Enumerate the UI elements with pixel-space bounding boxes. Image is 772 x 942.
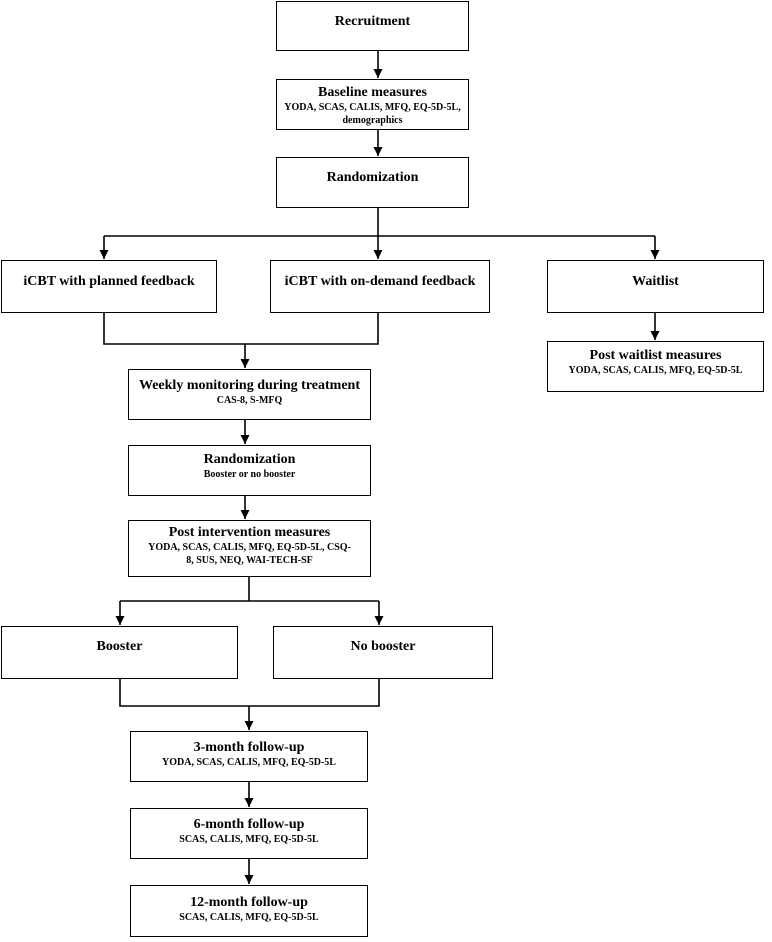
node-icbt-planned-feedback: iCBT with planned feedback <box>1 260 217 313</box>
node-detail: SCAS, CALIS, MFQ, EQ-5D-5L <box>179 834 319 845</box>
node-detail: 8, SUS, NEQ, WAI-TECH-SF <box>186 555 313 566</box>
node-recruitment: Recruitment <box>276 1 469 51</box>
node-randomization-booster: Randomization Booster or no booster <box>128 445 371 496</box>
node-detail: Booster or no booster <box>203 469 296 480</box>
node-title: Baseline measures <box>317 85 427 100</box>
node-6-month-follow-up: 6-month follow-up SCAS, CALIS, MFQ, EQ-5… <box>130 808 368 859</box>
node-title: 6-month follow-up <box>193 817 305 832</box>
node-title: Weekly monitoring during treatment <box>138 378 360 393</box>
node-booster: Booster <box>1 626 238 679</box>
node-detail: CAS-8, S-MFQ <box>216 395 283 406</box>
node-title: 3-month follow-up <box>193 740 305 755</box>
node-title: Randomization <box>203 452 296 467</box>
node-title: Post waitlist measures <box>589 348 722 363</box>
node-12-month-follow-up: 12-month follow-up SCAS, CALIS, MFQ, EQ-… <box>130 885 368 937</box>
connector-icbt-merge <box>103 313 379 345</box>
node-title: Booster <box>96 639 143 654</box>
node-post-waitlist-measures: Post waitlist measures YODA, SCAS, CALIS… <box>547 341 764 392</box>
node-detail: YODA, SCAS, CALIS, MFQ, EQ-5D-5L, CSQ- <box>148 542 351 553</box>
node-no-booster: No booster <box>273 626 493 679</box>
node-title: 12-month follow-up <box>190 895 308 910</box>
node-waitlist: Waitlist <box>547 260 764 313</box>
node-weekly-monitoring: Weekly monitoring during treatment CAS-8… <box>128 369 371 420</box>
node-randomization: Randomization <box>276 157 469 208</box>
node-detail: demographics <box>342 115 403 126</box>
node-title: Recruitment <box>334 14 411 29</box>
node-title: Randomization <box>326 170 419 185</box>
node-detail: YODA, SCAS, CALIS, MFQ, EQ-5D-5L <box>568 365 743 376</box>
node-title: iCBT with on-demand feedback <box>284 274 476 289</box>
node-icbt-on-demand-feedback: iCBT with on-demand feedback <box>270 260 490 313</box>
node-detail: SCAS, CALIS, MFQ, EQ-5D-5L <box>179 912 319 923</box>
node-3-month-follow-up: 3-month follow-up YODA, SCAS, CALIS, MFQ… <box>130 731 368 782</box>
node-post-intervention-measures: Post intervention measures YODA, SCAS, C… <box>128 520 371 577</box>
node-detail: YODA, SCAS, CALIS, MFQ, EQ-5D-5L, <box>284 102 461 113</box>
node-title: iCBT with planned feedback <box>23 274 195 289</box>
node-baseline-measures: Baseline measures YODA, SCAS, CALIS, MFQ… <box>276 79 469 130</box>
node-title: Waitlist <box>632 274 679 289</box>
node-title: No booster <box>350 639 416 654</box>
node-detail: YODA, SCAS, CALIS, MFQ, EQ-5D-5L <box>162 757 336 768</box>
connector-booster-merge <box>119 679 380 707</box>
node-title: Post intervention measures <box>168 525 331 540</box>
